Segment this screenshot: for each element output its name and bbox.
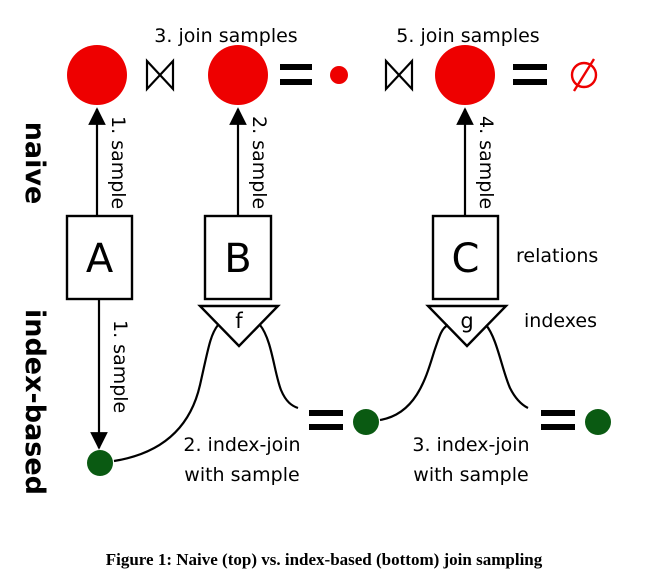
join-samples-label-1: 3. join samples	[154, 25, 297, 47]
index-join-2-label-line2: with sample	[413, 464, 528, 486]
relations-label: relations	[516, 245, 598, 267]
index-join-2-label-line1: 3. index-join	[412, 434, 529, 456]
joined-sample-small-circle	[330, 66, 348, 84]
indexes-label: indexes	[524, 310, 597, 332]
join-operator-2	[384, 58, 414, 92]
index-join-f-left-curve	[113, 324, 219, 463]
index-join-f-right-curve	[259, 324, 299, 410]
relation-c-box	[431, 214, 500, 301]
index-sample-1-circle	[87, 450, 113, 476]
index-join-g-left-curve	[379, 324, 449, 422]
join-operator-1	[145, 58, 175, 92]
index-f-triangle	[197, 304, 281, 348]
relation-a-box	[65, 214, 134, 301]
relation-c-label: C	[452, 236, 480, 282]
join-samples-label-2: 5. join samples	[396, 25, 539, 47]
index-join-1-label-line1: 2. index-join	[183, 434, 300, 456]
equals-sign-4	[541, 410, 575, 430]
sample-c-circle	[435, 45, 495, 105]
index-sample-2-circle	[353, 409, 379, 435]
index-based-side-label: index-based	[19, 309, 50, 495]
sample-a-label: 1. sample	[107, 116, 129, 209]
relation-b-label: B	[224, 236, 251, 282]
sample-c-label: 4. sample	[475, 116, 497, 209]
index-join-1-label-line2: with sample	[184, 464, 299, 486]
sample-a-circle	[67, 45, 127, 105]
naive-side-label: naive	[19, 122, 50, 205]
sample-index-label: 1. sample	[109, 320, 131, 413]
equals-sign-2	[513, 64, 547, 85]
equals-sign-1	[280, 64, 312, 85]
sample-b-label: 2. sample	[248, 116, 270, 209]
index-g-label: g	[460, 309, 473, 333]
sample-b-circle	[208, 45, 268, 105]
figure-caption: Figure 1: Naive (top) vs. index-based (b…	[106, 550, 543, 569]
empty-set-icon	[570, 58, 598, 92]
relation-a-label: A	[86, 236, 114, 282]
index-f-label: f	[235, 309, 243, 333]
index-join-g-right-curve	[485, 324, 529, 409]
equals-sign-3	[309, 410, 343, 430]
index-sample-3-circle	[585, 409, 611, 435]
relation-b-box	[203, 214, 273, 301]
